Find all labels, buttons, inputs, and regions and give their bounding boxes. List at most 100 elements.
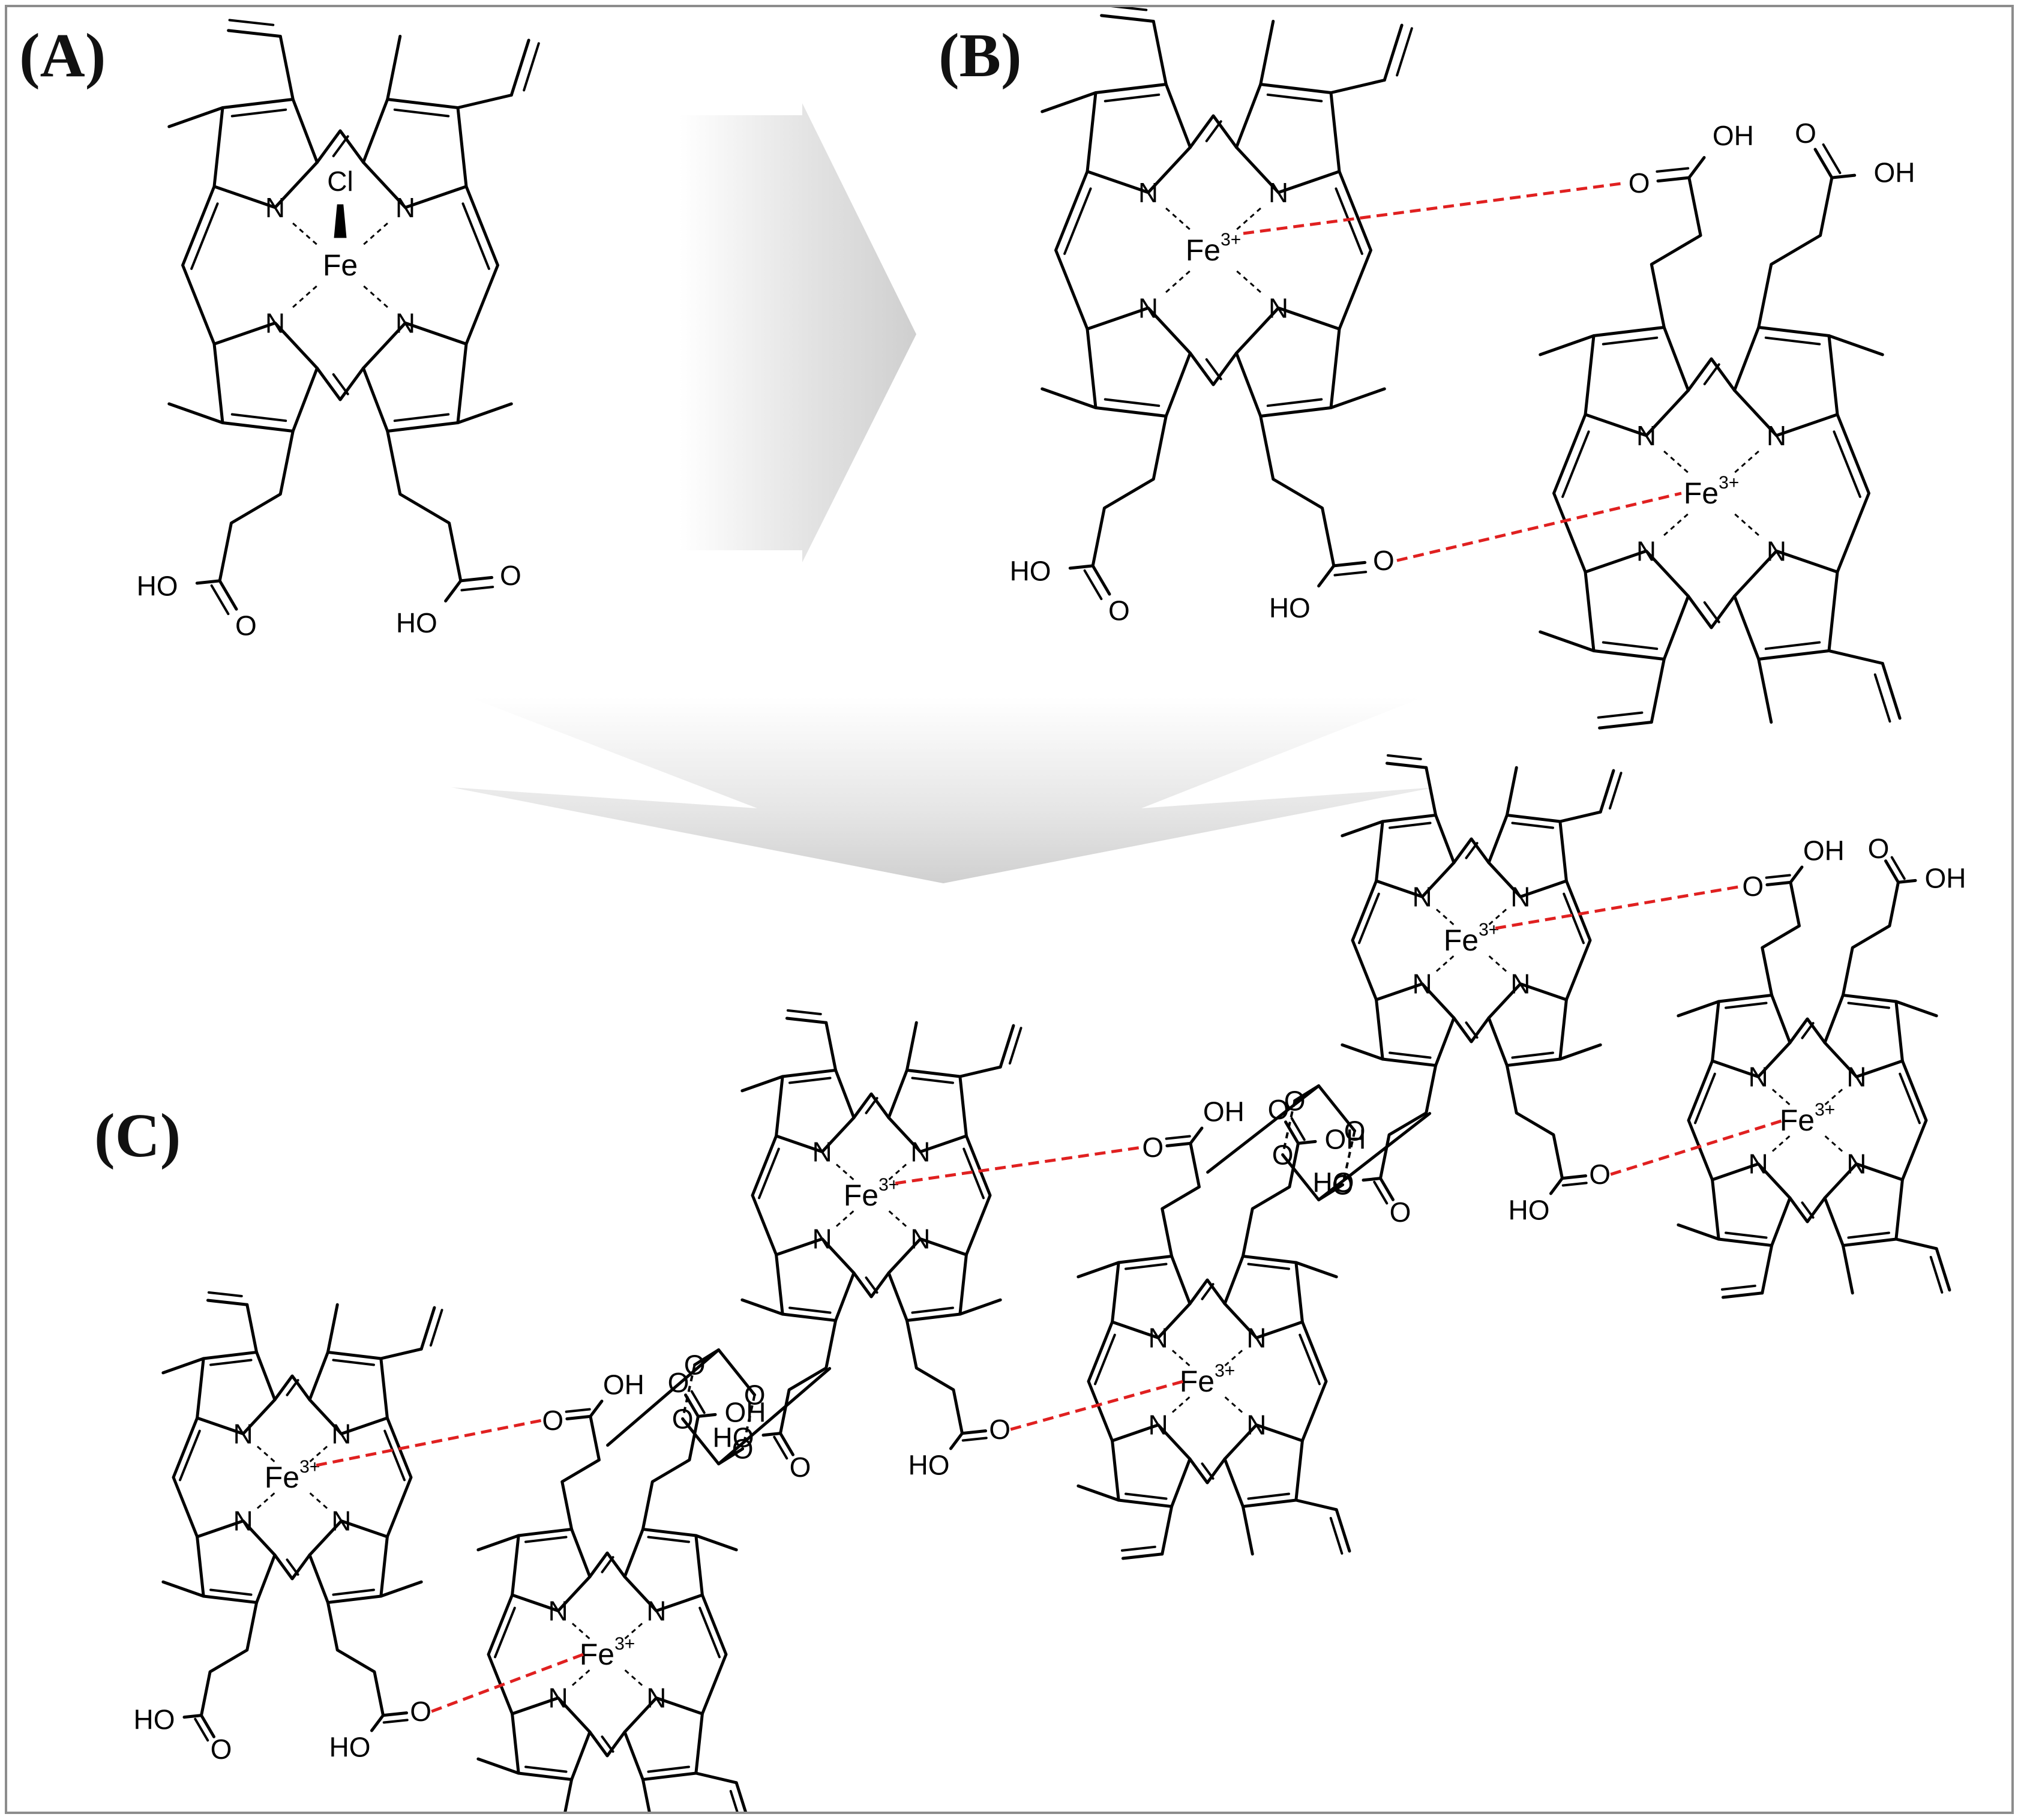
pyrrole-bond (1086, 146, 1192, 194)
nitrogen-atom-label: N (1149, 1322, 1168, 1353)
hydroxyl-bond (1317, 564, 1336, 587)
vinyl-double-bond (1720, 1284, 1756, 1291)
meso-bridge-bond (1189, 352, 1238, 386)
pyrrole-bond (362, 161, 468, 209)
iron-nitrogen-coordinate-bond (1433, 955, 1455, 975)
carbonyl-double-bond (1822, 143, 1842, 175)
iron-nitrogen-coordinate-bond (1433, 906, 1455, 925)
carbonyl-oxygen-label: O (1868, 833, 1890, 864)
propionic-acid-chain-bond (779, 1319, 838, 1435)
pyrrole-bond (623, 1575, 704, 1612)
carbonyl-oxygen-label: O (235, 610, 257, 641)
methyl-group-bond (958, 1298, 1002, 1316)
meso-bridge-bond (1687, 595, 1736, 629)
meso-double-bond (1563, 892, 1585, 945)
iron-nitrogen-coordinate-bond (888, 1210, 910, 1230)
vinyl-group-bond (1598, 721, 1653, 730)
acid-dimer-oxygen-label: O (1344, 1116, 1366, 1147)
pyrrole-double-bond (1247, 1492, 1290, 1500)
iron-atom-label: Fe (323, 248, 358, 282)
hydroxyl-bond (444, 579, 463, 602)
panel-label-b: (B) (938, 21, 1022, 90)
carbonyl-bond (565, 1414, 592, 1420)
nitrogen-atom-label: N (1749, 1149, 1768, 1180)
pyrrole-bond (1711, 1162, 1792, 1200)
iron-nitrogen-coordinate-bond (1169, 1396, 1191, 1416)
meso-double-bond (1465, 1021, 1479, 1039)
pyrrole-bond (887, 1253, 968, 1323)
methyl-group-bond (1241, 1505, 1254, 1556)
iron-nitrogen-coordinate-bond (290, 220, 317, 245)
meso-bridge-bond (487, 1593, 514, 1716)
pyrrole-bond (1733, 326, 1839, 416)
pyrrole-double-bond (209, 1359, 253, 1366)
pyrrole-bond (1487, 998, 1568, 1068)
iron-charge-label: 3+ (1815, 1100, 1835, 1120)
pyrrole-bond (1223, 1423, 1304, 1461)
nitrogen-atom-label: N (548, 1683, 568, 1714)
propionic-acid-chain-bond (1379, 1064, 1438, 1180)
iron-nitrogen-coordinate-bond (254, 1492, 275, 1512)
pyrrole-bond (1487, 982, 1568, 1020)
hydrogen-bond-c-2a (895, 1146, 1143, 1185)
carbonyl-double-bond (773, 1435, 788, 1460)
meso-bridge-bond (751, 1134, 778, 1257)
carbonyl-double-bond (210, 584, 230, 616)
nitrogen-atom-label: N (1510, 969, 1530, 1000)
hydrogen-bond-b-1 (1243, 181, 1627, 235)
acid-dimer-oxygen-label: O (744, 1380, 766, 1411)
vinyl-double-bond (1597, 711, 1644, 719)
nitrogen-atom-label: N (395, 307, 415, 338)
carbonyl-double-bond (1373, 1180, 1389, 1205)
methyl-group-bond (694, 1534, 738, 1552)
pyrrole-double-bond (1389, 821, 1432, 829)
propionic-acid-chain-bond (1241, 1141, 1300, 1258)
acid-dimer-carboxyl-bond (1293, 1084, 1357, 1132)
nitrogen-atom-label: N (1246, 1410, 1266, 1441)
hydroxyl-bond (696, 1413, 717, 1418)
carbonyl-double-bond (1083, 569, 1103, 601)
hydroxyl-bond (761, 1432, 782, 1437)
methyl-group-bond (167, 106, 224, 128)
vinyl-group-bond (734, 1781, 747, 1812)
methyl-group-bond (456, 402, 513, 424)
iron-atom-label: Fe3+ (1186, 230, 1242, 268)
methyl-group-bond (1041, 387, 1098, 409)
vinyl-group-bond (824, 1021, 838, 1072)
acid-dimer-carboxyl-bond (1281, 1153, 1345, 1201)
carbonyl-bond (779, 1432, 794, 1456)
pyrrole-double-bond (1125, 1492, 1168, 1500)
iron-nitrogen-coordinate-bond (309, 1492, 331, 1512)
carbonyl-bond (1284, 1120, 1300, 1145)
meso-bridge-bond (1054, 170, 1089, 331)
methyl-group-bond (1077, 1484, 1120, 1502)
hydroxyl-group-label: OH (725, 1397, 766, 1428)
meso-bridge-bond (1900, 1059, 1928, 1182)
pyrrole-double-bond (1725, 1231, 1768, 1239)
methyl-group-bond (641, 1778, 651, 1812)
meso-bridge-bond (316, 367, 365, 401)
iron-nitrogen-coordinate-bond (363, 285, 391, 310)
pyrrole-bond (362, 321, 468, 370)
pyrrole-bond (511, 1712, 592, 1782)
pyrrole-bond (362, 342, 468, 433)
pyrrole-bond (362, 98, 468, 188)
hydroxyl-group-label: HO (137, 571, 178, 602)
pyrrole-double-bond (230, 108, 287, 118)
vinyl-double-bond (1929, 1255, 1944, 1294)
carbonyl-oxygen-label: O (989, 1414, 1010, 1445)
pyrrole-double-bond (230, 413, 287, 422)
meso-bridge-bond (172, 1416, 199, 1539)
vinyl-double-bond (786, 1009, 822, 1015)
meso-bridge-bond (385, 1416, 413, 1539)
vinyl-group-bond (958, 1065, 1002, 1078)
pyrrole-bond (212, 342, 319, 433)
vinyl-double-bond (228, 19, 275, 26)
hydroxyl-bond (1189, 1126, 1204, 1145)
vinyl-group-bond (509, 38, 530, 97)
nitrogen-atom-label: N (265, 307, 285, 338)
